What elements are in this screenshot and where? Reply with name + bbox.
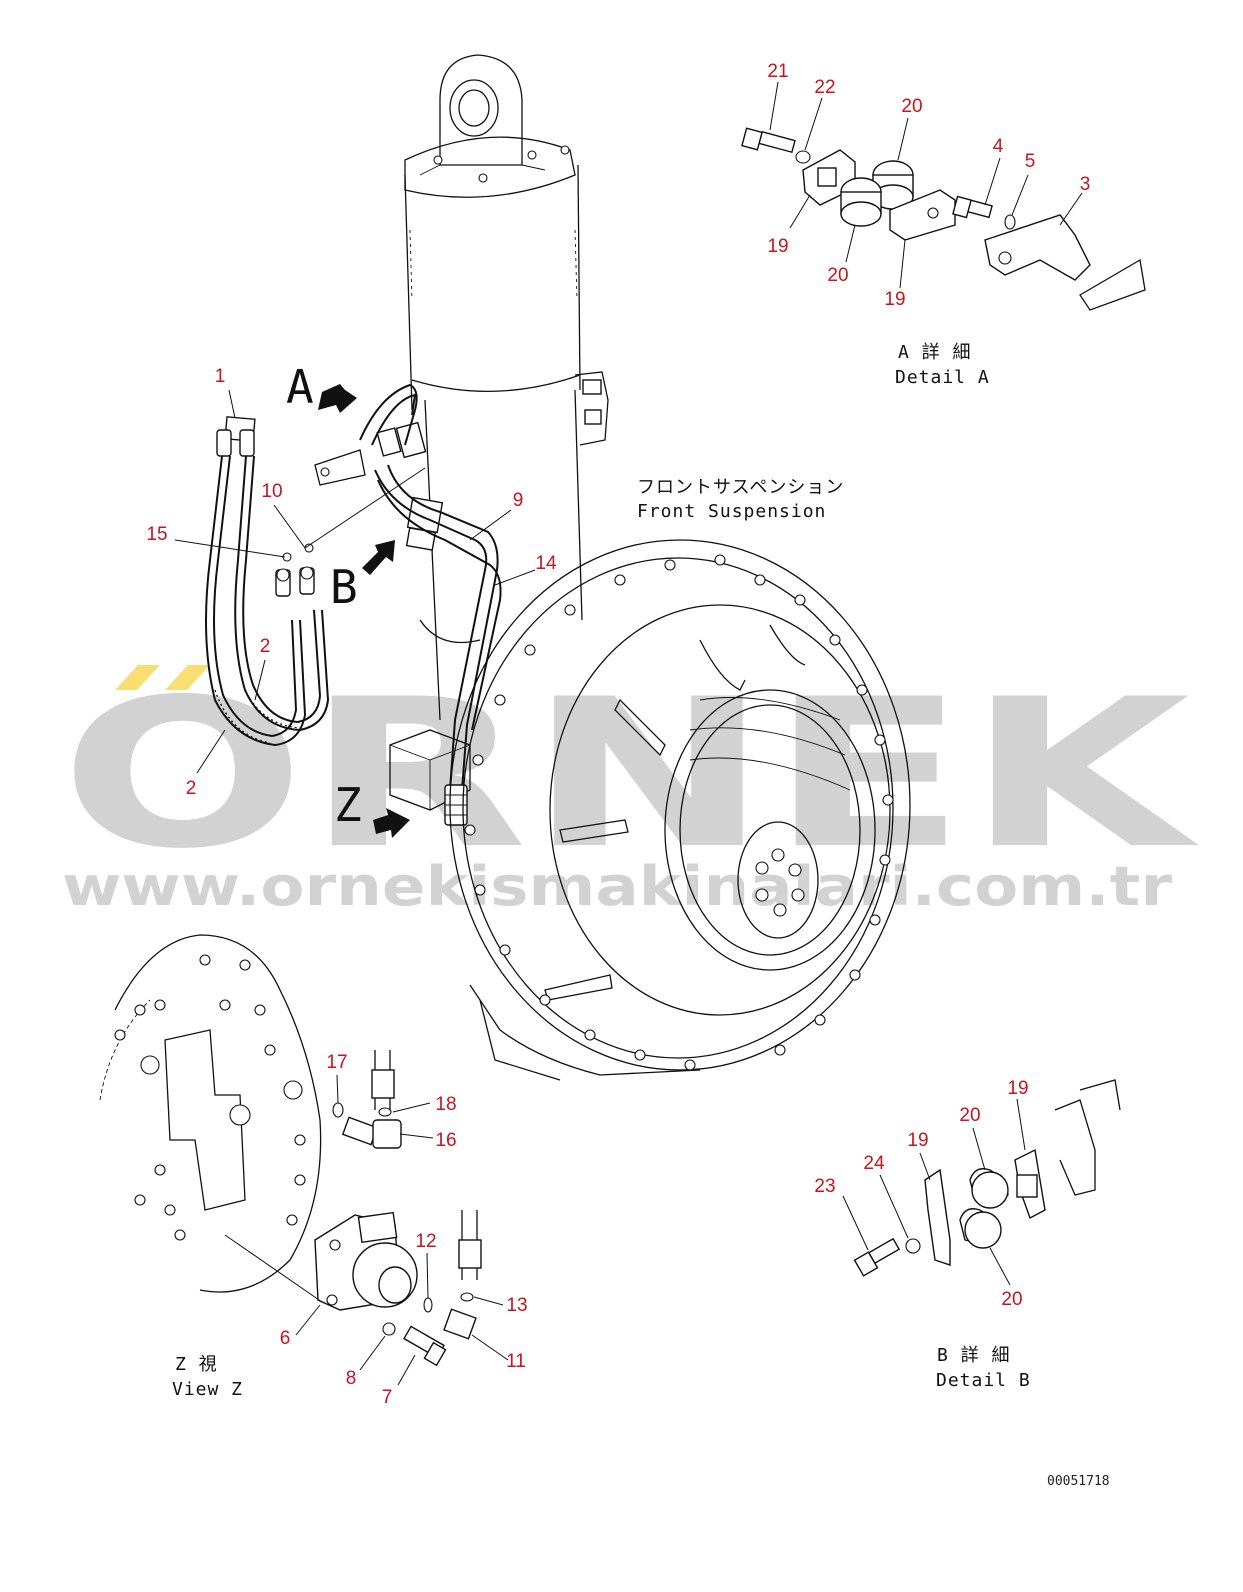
callout-12: 12 (415, 1231, 436, 1252)
callout-20: 20 (827, 265, 848, 286)
captions: フロントサスペンション Front Suspension A 詳 細 Detai… (172, 342, 1110, 1489)
caption-detail-b-en: Detail B (936, 1370, 1031, 1391)
callout-19: 19 (907, 1130, 928, 1151)
elbow-part-16 (341, 1116, 402, 1149)
callout-4: 4 (993, 136, 1004, 157)
wheel-hub (449, 539, 911, 1081)
callout-22: 22 (814, 77, 835, 98)
callout-16: 16 (435, 1130, 456, 1151)
watermark-url-text: www.ornekismakinalari.com.tr (62, 855, 1172, 918)
callout-20: 20 (901, 96, 922, 117)
callout-3: 3 (1080, 174, 1091, 195)
view-letter-b: B (330, 560, 358, 614)
hose-ends-view-z (371, 1050, 482, 1280)
oring-part-18 (378, 1107, 392, 1117)
watermark-accent-mark (165, 665, 210, 690)
callout-7: 7 (382, 1387, 393, 1408)
elbow-part-11 (443, 1308, 477, 1340)
leader-lines (174, 81, 1083, 1386)
detail-a-parts (741, 127, 1146, 311)
caption-detail-a-en: Detail A (895, 367, 990, 388)
caption-detail-b-jp: B 詳 細 (937, 1345, 1011, 1366)
view-a-arrow (318, 384, 357, 413)
callout-5: 5 (1025, 151, 1036, 172)
valve-part-6 (314, 1211, 418, 1311)
watermark-accent-mark (115, 665, 160, 690)
callout-23: 23 (814, 1176, 835, 1197)
view-arrows: A B Z (286, 360, 410, 838)
callout-20: 20 (959, 1105, 980, 1126)
callout-21: 21 (767, 61, 788, 82)
pipe-clamp-mount (314, 421, 444, 551)
hose-assembly (205, 416, 330, 747)
callout-18: 18 (435, 1094, 456, 1115)
callout-17: 17 (326, 1052, 347, 1073)
callout-15: 15 (146, 524, 167, 545)
watermark-logo-text: ORNEK (60, 656, 1200, 894)
callout-14: 14 (535, 553, 557, 574)
callout-13: 13 (506, 1295, 527, 1316)
caption-front-suspension-en: Front Suspension (637, 501, 826, 522)
caption-view-z-en: View Z (172, 1379, 243, 1400)
oring-part-17 (332, 1102, 344, 1118)
bolt-part-7 (403, 1325, 447, 1367)
callout-19: 19 (1007, 1078, 1028, 1099)
callout-11: 11 (506, 1351, 526, 1372)
oring-part-12 (423, 1297, 433, 1313)
callout-9: 9 (513, 490, 524, 511)
document-number: 00051718 (1047, 1474, 1110, 1489)
callout-24: 24 (863, 1153, 885, 1174)
callout-2: 2 (260, 636, 271, 657)
callout-19: 19 (767, 236, 788, 257)
detail-b-parts (853, 1079, 1121, 1277)
washer-part-8 (382, 1322, 396, 1336)
callout-20: 20 (1001, 1289, 1022, 1310)
callout-1: 1 (215, 366, 226, 387)
suspension-cylinder (389, 54, 609, 811)
callout-6: 6 (280, 1328, 291, 1349)
caption-view-z-jp: Z 視 (175, 1354, 218, 1375)
view-z-housing (99, 934, 322, 1293)
watermark: ORNEK www.ornekismakinalari.com.tr (60, 656, 1200, 918)
callout-8: 8 (346, 1368, 357, 1389)
view-letter-z: Z (334, 778, 362, 832)
callout-numbers: 1 2 2 3 4 5 6 7 8 9 10 11 12 13 14 15 16… (146, 61, 1090, 1408)
caption-detail-a-jp: A 詳 細 (898, 342, 972, 363)
callout-10: 10 (261, 481, 282, 502)
view-z-arrow (373, 808, 410, 838)
caption-front-suspension-jp: フロントサスペンション (637, 477, 844, 498)
callout-2: 2 (186, 778, 197, 799)
view-b-arrow (362, 540, 395, 575)
view-letter-a: A (286, 360, 314, 414)
oring-part-13 (460, 1292, 474, 1302)
callout-19: 19 (884, 289, 905, 310)
